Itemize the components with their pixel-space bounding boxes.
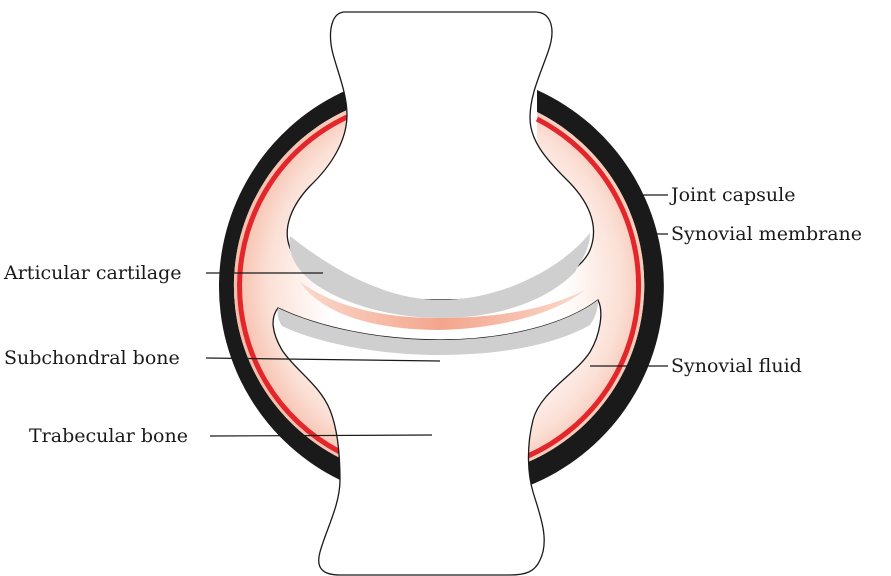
label-trabecular-bone: Trabecular bone (29, 425, 188, 447)
label-subchondral-bone: Subchondral bone (4, 347, 180, 369)
label-joint-capsule: Joint capsule (669, 184, 795, 206)
label-articular-cartilage: Articular cartilage (3, 262, 182, 284)
label-synovial-fluid: Synovial fluid (671, 355, 802, 377)
label-synovial-membrane: Synovial membrane (671, 223, 862, 245)
